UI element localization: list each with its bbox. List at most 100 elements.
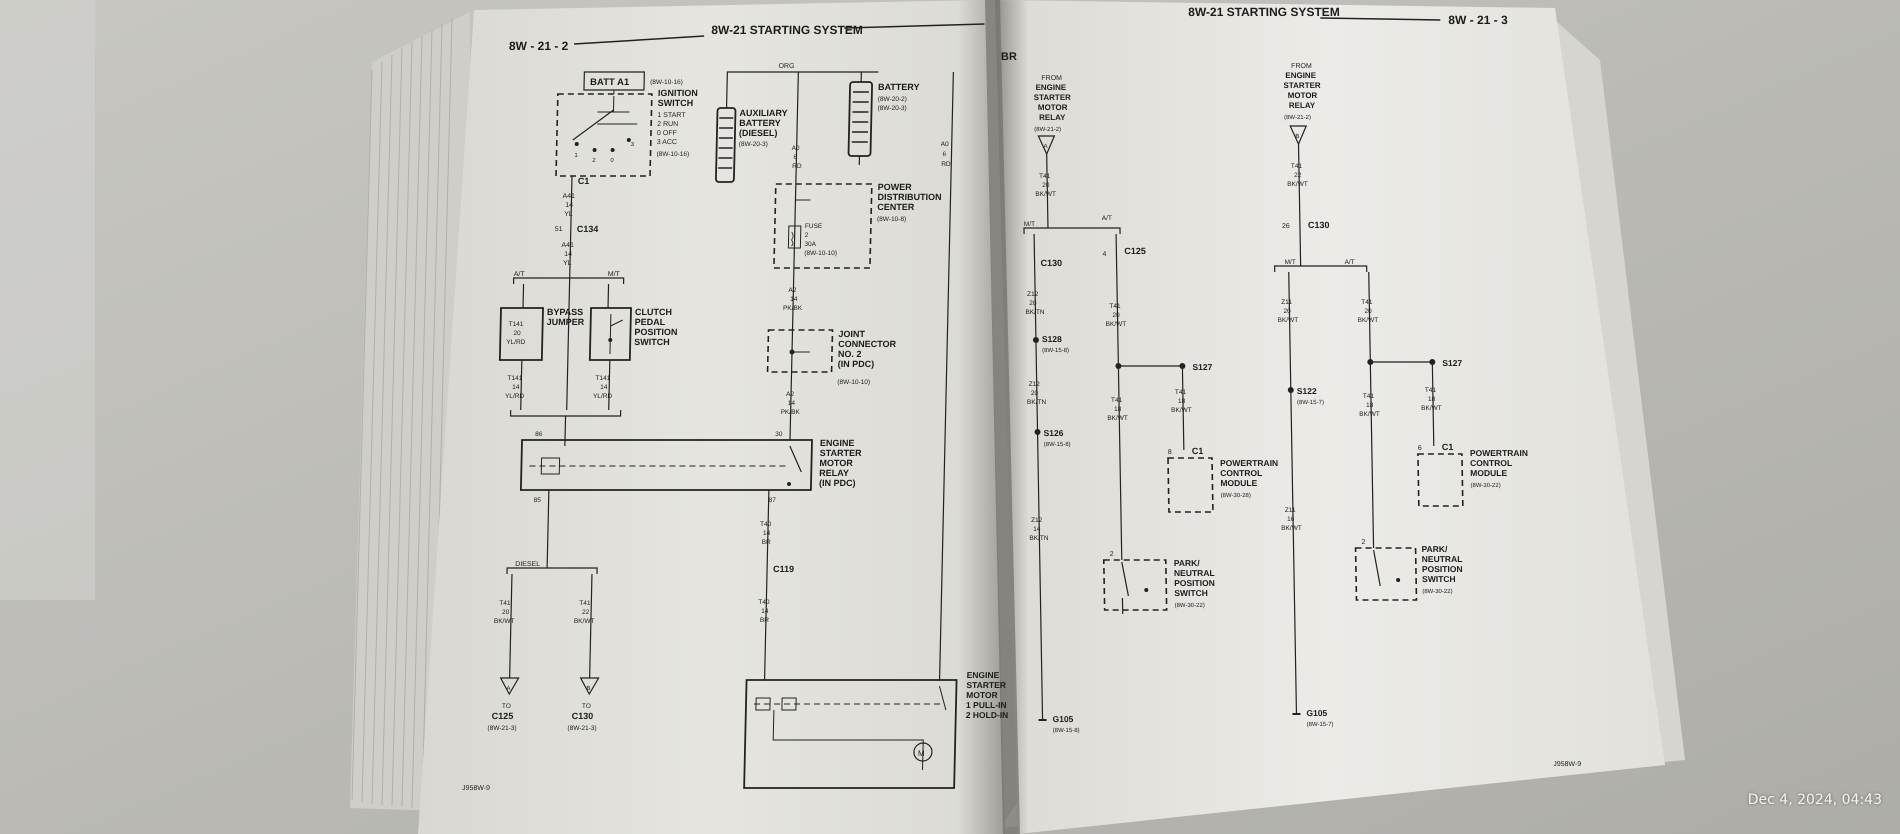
pdc-ref: (8W-10-8): [877, 216, 906, 223]
aux-battery-label-3: (DIESEL): [739, 128, 778, 138]
colB-from-5: RELAY: [1289, 101, 1316, 110]
a0-color: RD: [792, 163, 802, 170]
a2b-color: PK/BK: [781, 409, 801, 416]
joint-label-2: CONNECTOR: [838, 339, 897, 349]
ignition-label-2: SWITCH: [658, 98, 694, 108]
aux-battery-ref: (8W-20-3): [739, 141, 768, 148]
colB-mt: M/T: [1285, 259, 1296, 266]
a41-wire: A41: [562, 193, 575, 200]
colA-top-color: BK/WT: [1035, 191, 1056, 198]
a2-gauge: 14: [790, 296, 798, 303]
t40a-wire: T40: [760, 521, 772, 528]
a2-color: PK/BK: [783, 305, 803, 312]
colA-park-switch-box: [1102, 559, 1168, 611]
bypass-wire: T141: [509, 321, 524, 328]
colB-t41-18b-gauge: 18: [1428, 396, 1436, 403]
aux-battery-label: AUXILIARY: [739, 108, 787, 118]
colB-park-switch-box: [1354, 547, 1418, 601]
colA-z12b-gauge: 20: [1031, 390, 1039, 397]
colA-z12a-color: BK/TN: [1025, 309, 1045, 316]
c134-pin: 51: [555, 226, 563, 233]
clutch-label-4: SWITCH: [634, 337, 670, 347]
colA-s128: S128: [1042, 334, 1062, 344]
colA-pcm-label: POWERTRAIN: [1220, 458, 1278, 468]
colB-from-4: MOTOR: [1288, 91, 1318, 100]
relay-label-2: STARTER: [820, 448, 863, 458]
left-page-header: 8W-21 STARTING SYSTEM: [711, 23, 863, 37]
right-corner-code: BR: [1001, 51, 1017, 63]
colB-s122-ref: (8W-15-7): [1297, 400, 1324, 406]
colA-z12a-gauge: 20: [1029, 300, 1037, 307]
colA-s126-ref: (8W-15-8): [1044, 442, 1071, 448]
a41-color: YL: [564, 211, 573, 218]
ignition-switch-box: [555, 93, 653, 177]
colA-c125-pin: 4: [1102, 251, 1106, 258]
bypass-gauge: 20: [513, 330, 521, 337]
ignition-pos-3: 0 OFF: [657, 130, 677, 137]
motor-symbol: M: [918, 749, 925, 758]
colB-t41-18b-wire: T41: [1425, 387, 1437, 394]
to-b-ref: (8W-21-3): [567, 725, 596, 732]
ignition-ref: (8W-10-16): [656, 151, 689, 158]
colA-ref: (8W-21-2): [1034, 127, 1061, 133]
colA-park-label: PARK/: [1174, 558, 1201, 568]
t41b-gauge: 22: [582, 609, 590, 616]
joint-label-3: NO. 2: [838, 349, 862, 359]
colA-park-ref: (8W-30-22): [1175, 603, 1205, 609]
to-a-symbol: A: [506, 686, 510, 692]
aux-battery-label-2: BATTERY: [739, 118, 781, 128]
a41b-gauge: 14: [564, 251, 572, 258]
colA-symbol: A: [1044, 144, 1048, 150]
to-a-ref: (8W-21-3): [487, 725, 516, 732]
colA-pcm-ref: (8W-30-28): [1221, 493, 1251, 499]
colB-z11a-gauge: 20: [1283, 308, 1291, 315]
a41b-wire: A41: [561, 242, 574, 249]
colA-park-pin: 2: [1110, 551, 1114, 558]
joint-connector-box: [766, 329, 834, 373]
colB-c130-pin: 26: [1282, 223, 1290, 230]
right-page-header: 8W-21 STARTING SYSTEM: [1188, 5, 1340, 19]
joint-label: JOINT: [838, 329, 865, 339]
colA-t41-18-color: BK/WT: [1107, 415, 1128, 422]
ignition-pos-4: 3 ACC: [657, 139, 677, 146]
t41a-color: BK/WT: [494, 618, 515, 625]
c134-connector: C134: [577, 224, 599, 234]
t40a-color: BR: [762, 539, 771, 546]
t40a-gauge: 14: [763, 530, 771, 537]
battery-label: BATTERY: [878, 82, 920, 92]
colB-t41-18b-color: BK/WT: [1421, 405, 1442, 412]
colA-from-2: ENGINE: [1035, 83, 1066, 92]
colB-z11a-color: BK/WT: [1278, 317, 1299, 324]
relay-label-4: RELAY: [819, 468, 849, 478]
colA-t41-20-color: BK/WT: [1106, 321, 1127, 328]
colB-park-label-2: NEUTRAL: [1422, 554, 1463, 564]
fuse-ref: (8W-10-10): [804, 250, 837, 257]
colB-park-ref: (8W-30-22): [1422, 589, 1452, 595]
colB-top-wire: T41: [1291, 163, 1303, 170]
colA-pcm-label-2: CONTROL: [1220, 468, 1262, 478]
right-diagram: 8W-21 STARTING SYSTEM 8W - 21 - 3 BR FRO…: [1001, 5, 1582, 768]
colB-top-gauge: 22: [1294, 172, 1302, 179]
colA-s126: S126: [1043, 428, 1063, 438]
ignition-label: IGNITION: [658, 88, 698, 98]
colA-z12c-gauge: 14: [1033, 526, 1041, 533]
left-page: [418, 0, 1005, 834]
colB-t41-18-wire: T41: [1363, 393, 1375, 400]
t141b-gauge: 14: [600, 384, 608, 391]
colB-t41-18-color: BK/WT: [1359, 411, 1380, 418]
colA-from-4: MOTOR: [1038, 103, 1068, 112]
org-label: ORG: [778, 63, 794, 70]
colA-t41-20-gauge: 20: [1112, 312, 1120, 319]
clutch-label-3: POSITION: [634, 327, 677, 337]
a41b-color: YL: [563, 260, 572, 267]
bypass-label-2: JUMPER: [547, 317, 585, 327]
to-a-connector: C125: [492, 711, 514, 721]
battery-ref-1: (8W-20-2): [878, 96, 907, 103]
fuse-number: 2: [805, 232, 809, 239]
to-b-connector: C130: [572, 711, 594, 721]
colA-park-label-2: NEUTRAL: [1174, 568, 1215, 578]
fuse-amps: 30A: [804, 241, 816, 248]
colA-c130: C130: [1041, 258, 1063, 268]
a41-gauge: 14: [565, 202, 573, 209]
right-page: [995, 0, 1665, 834]
